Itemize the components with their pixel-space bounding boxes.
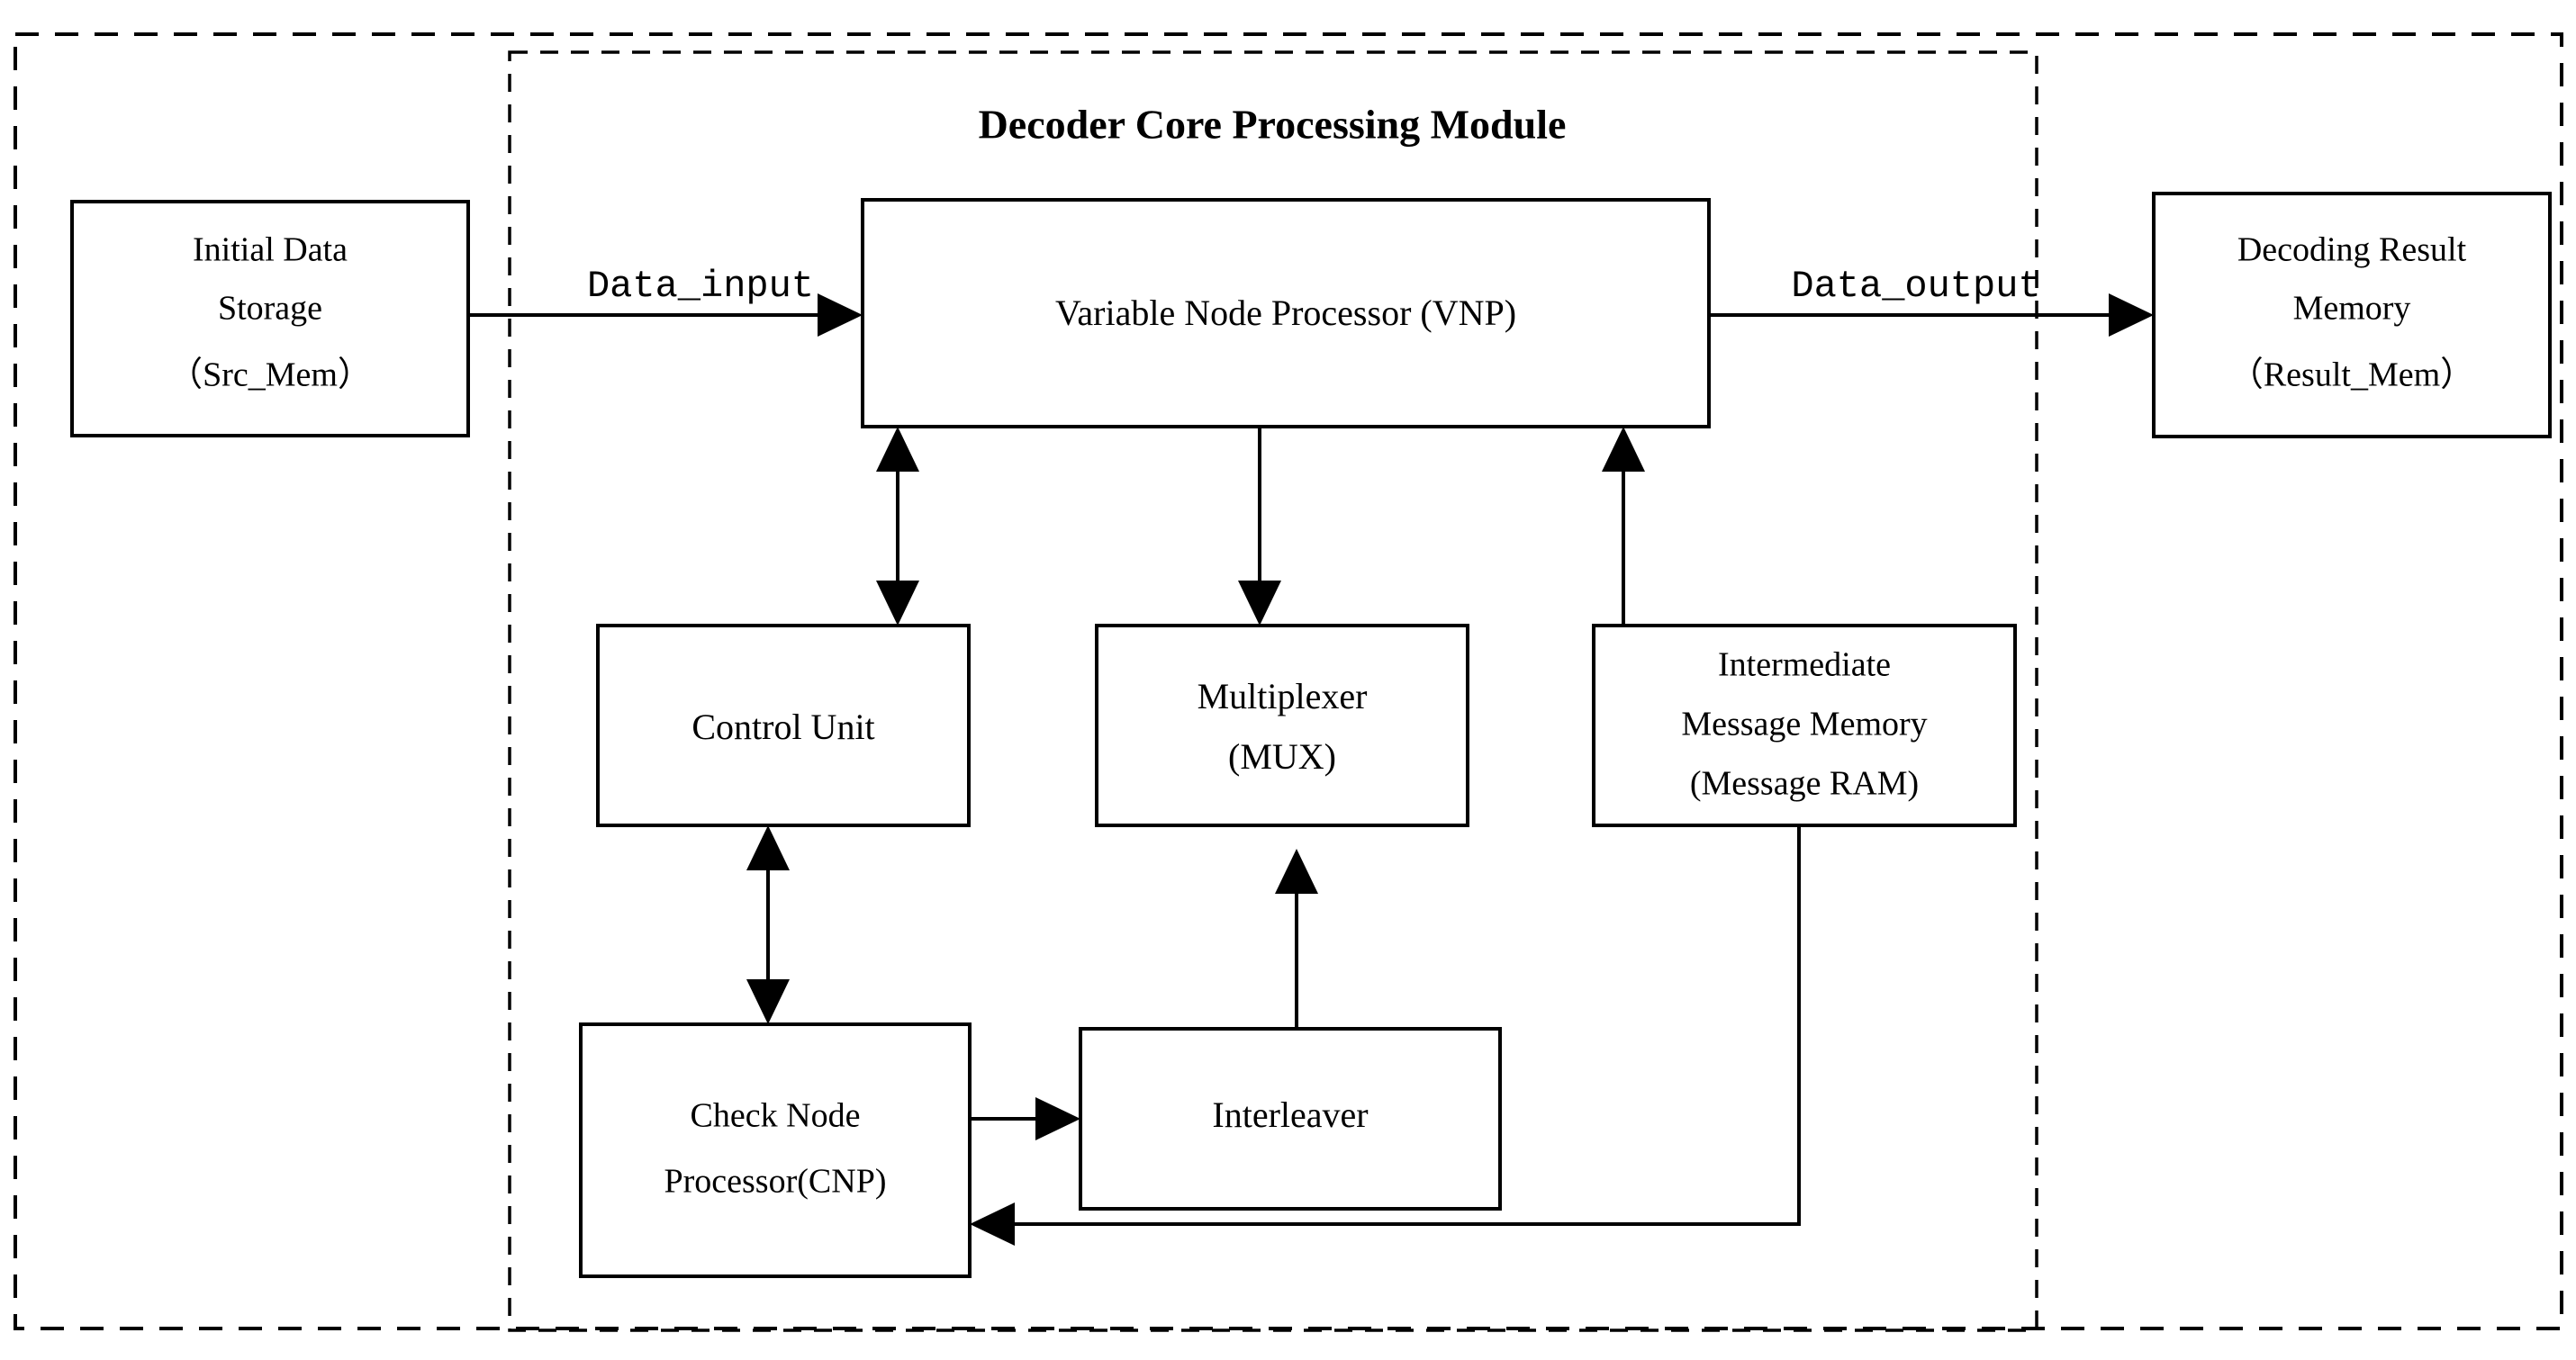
block-check-node-processor-line1: Check Node bbox=[691, 1097, 861, 1135]
arrowhead-right-icon bbox=[1035, 1097, 1080, 1140]
block-message-ram-line1: Intermediate bbox=[1718, 646, 1891, 684]
connector-vnp-control-unit bbox=[876, 427, 919, 626]
connector-interleaver-mux bbox=[1275, 849, 1318, 1029]
block-message-ram-line3: (Message RAM) bbox=[1690, 765, 1919, 803]
connector-message-ram-vnp bbox=[1602, 427, 1645, 626]
block-initial-data-storage-line3: （Src_Mem） bbox=[168, 356, 372, 394]
arrowhead-down-icon bbox=[746, 979, 790, 1024]
connector-control-unit-cnp bbox=[746, 825, 790, 1024]
block-multiplexer-line1: Multiplexer bbox=[1198, 676, 1368, 716]
block-multiplexer[interactable] bbox=[1095, 624, 1469, 827]
arrowhead-right-icon bbox=[2109, 293, 2154, 337]
connector-cnp-interleaver bbox=[970, 1097, 1080, 1140]
block-check-node-processor[interactable] bbox=[579, 1022, 972, 1278]
arrowhead-up-icon bbox=[746, 825, 790, 870]
page-title: Decoder Core Processing Module bbox=[979, 102, 1567, 148]
arrowhead-up-icon bbox=[1602, 427, 1645, 472]
system-boundary bbox=[14, 32, 2563, 1330]
block-decoding-result-memory-line2: Memory bbox=[2293, 290, 2411, 328]
block-decoding-result-memory-line1: Decoding Result bbox=[2237, 231, 2467, 269]
arrowhead-left-icon bbox=[970, 1202, 1015, 1246]
connector-data-output bbox=[1709, 293, 2154, 337]
block-variable-node-processor[interactable] bbox=[861, 198, 1711, 428]
block-decoding-result-memory-line3: （Result_Mem） bbox=[2229, 356, 2474, 394]
arrowhead-down-icon bbox=[1238, 581, 1281, 626]
connector-data-input bbox=[468, 293, 863, 337]
signal-label-data-output: Data_output bbox=[1791, 265, 2040, 308]
arrowhead-right-icon bbox=[818, 293, 863, 337]
arrowhead-up-icon bbox=[1275, 849, 1318, 894]
block-control-unit[interactable] bbox=[596, 624, 971, 827]
block-initial-data-storage-line1: Initial Data bbox=[193, 231, 348, 269]
connector-message-ram-cnp-feedback bbox=[970, 825, 1801, 1246]
decoder-core-boundary bbox=[508, 50, 2038, 1332]
arrowhead-up-icon bbox=[876, 427, 919, 472]
block-interleaver-label: Interleaver bbox=[1212, 1094, 1368, 1135]
signal-label-data-input: Data_input bbox=[587, 265, 814, 308]
connector-vnp-mux bbox=[1238, 427, 1281, 626]
arrowhead-down-icon bbox=[876, 581, 919, 626]
block-initial-data-storage[interactable] bbox=[70, 200, 470, 437]
block-control-unit-label: Control Unit bbox=[691, 707, 874, 747]
block-check-node-processor-line2: Processor(CNP) bbox=[664, 1163, 887, 1201]
block-initial-data-storage-line2: Storage bbox=[218, 290, 322, 328]
block-variable-node-processor-label: Variable Node Processor (VNP) bbox=[1055, 293, 1516, 333]
block-multiplexer-line2: (MUX) bbox=[1228, 736, 1336, 777]
block-message-ram-line2: Message Memory bbox=[1681, 706, 1927, 743]
block-interleaver[interactable] bbox=[1079, 1027, 1502, 1211]
block-message-ram[interactable] bbox=[1592, 624, 2017, 827]
